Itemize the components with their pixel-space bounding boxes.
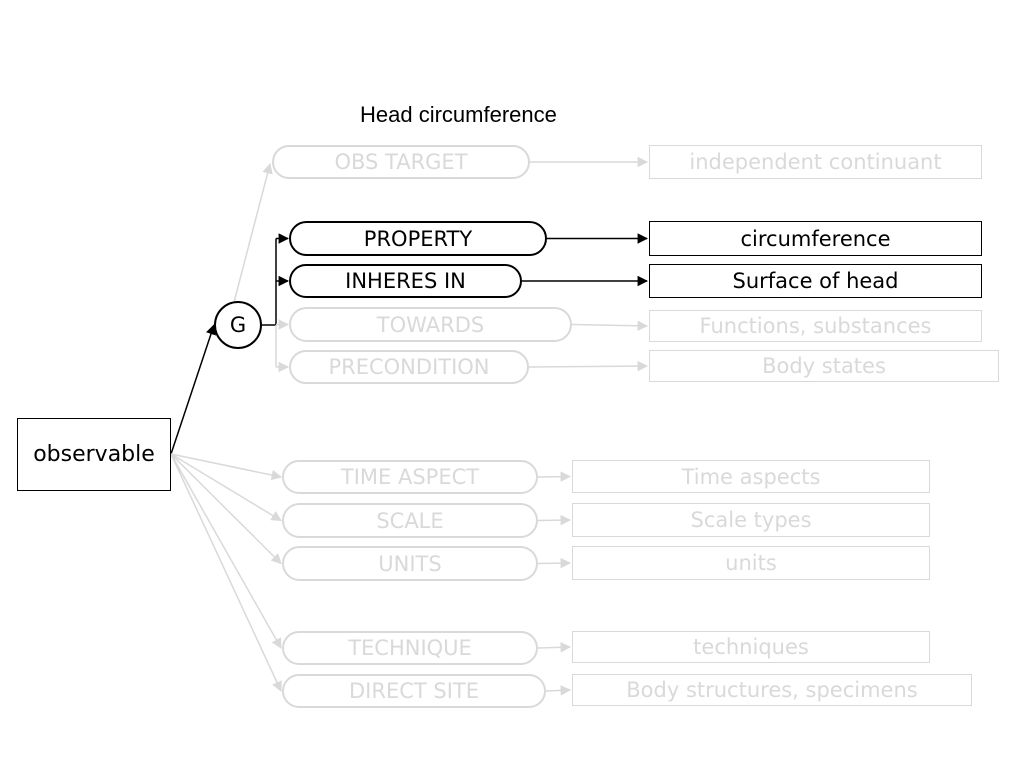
value-node: Scale types (572, 503, 930, 537)
edge-value-6 (537, 514, 572, 526)
attribute-node: PRECONDITION (289, 350, 529, 384)
edge-value-8 (537, 642, 572, 653)
edge-to-6 (170, 453, 282, 522)
edge-to-8 (170, 453, 282, 649)
attribute-node: SCALE (282, 503, 538, 538)
observable-node: observable (17, 418, 171, 491)
attribute-node: TIME ASPECT (282, 460, 538, 494)
attribute-node: INHERES IN (289, 264, 522, 298)
value-node: Body states (649, 350, 999, 382)
attribute-node: TECHNIQUE (282, 631, 538, 665)
edge-root-to-g (170, 324, 216, 455)
edge-to-5 (170, 453, 283, 481)
edge-value-9 (545, 685, 572, 696)
edge-to-7 (170, 453, 282, 565)
value-node: independent continuant (649, 145, 982, 179)
value-node: Surface of head (649, 264, 982, 298)
edge-to-9 (170, 453, 282, 692)
value-node: circumference (649, 221, 982, 256)
edge-value-4 (528, 360, 649, 372)
value-node: Functions, substances (649, 310, 982, 342)
value-node: techniques (572, 631, 930, 663)
attribute-node: TOWARDS (289, 307, 572, 342)
attribute-node: PROPERTY (289, 221, 547, 256)
edge-g-bracket-up (262, 238, 277, 326)
value-node: Body structures, specimens (572, 674, 972, 706)
group-node: G (214, 301, 262, 349)
attribute-node: UNITS (282, 546, 538, 581)
value-node: units (572, 546, 930, 580)
attribute-node: DIRECT SITE (282, 674, 546, 708)
attribute-node: OBS TARGET (272, 145, 530, 179)
edge-to-0 (231, 162, 273, 311)
diagram-title: Head circumference (360, 102, 557, 127)
edge-value-7 (537, 557, 572, 569)
edge-value-3 (571, 320, 649, 332)
value-node: Time aspects (572, 460, 930, 493)
edge-value-5 (537, 471, 572, 482)
